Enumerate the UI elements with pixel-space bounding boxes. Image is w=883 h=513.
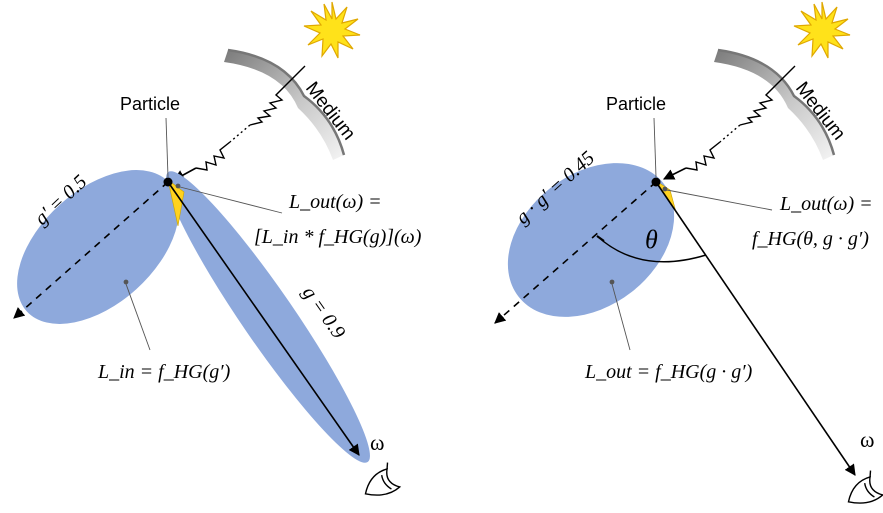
photon-arrow <box>662 167 687 180</box>
particle-label: Particle <box>120 94 180 114</box>
lout-dot <box>662 186 668 192</box>
out-ray <box>655 181 856 476</box>
back-axis <box>13 181 169 319</box>
lout-line2: f_HG(θ, g · g′) <box>752 228 869 250</box>
sun-icon <box>303 1 361 59</box>
sun-icon <box>793 1 851 59</box>
lout-line1: L_out(ω) = <box>779 193 873 215</box>
lout-line1: L_out(ω) = <box>288 191 382 213</box>
back-axis <box>494 181 657 324</box>
particle-label: Particle <box>606 94 666 114</box>
lobe-leader <box>611 283 631 351</box>
theta-label: θ <box>645 225 658 254</box>
photon-dotted <box>719 124 741 143</box>
lin-label: L_in = f_HG(g′) <box>97 361 231 383</box>
lout-line2: [L_in * f_HG(g)](ω) <box>254 226 422 248</box>
lin-dot <box>123 279 129 285</box>
photon-zigzag <box>685 141 721 171</box>
particle-leader <box>653 117 657 178</box>
lout-leader <box>179 186 283 214</box>
lout-leader <box>666 189 773 211</box>
omega-label: ω <box>370 430 384 455</box>
lobe-dot <box>609 279 615 285</box>
theta-arc <box>596 235 707 263</box>
eye-icon <box>364 462 402 496</box>
lout-lobe-label: L_out = f_HG(g · g′) <box>584 361 753 383</box>
left-panel: Medium Particle g′ = 0.5 g = 0.9 ω L_out… <box>13 1 422 496</box>
out-ray <box>167 181 360 456</box>
photon-zigzag <box>195 141 231 171</box>
medium-edge <box>717 48 836 156</box>
theta-tick <box>596 235 605 242</box>
lout-dot <box>175 183 181 189</box>
particle-leader <box>165 117 169 178</box>
photon-path <box>249 65 306 126</box>
photon-dotted <box>229 124 251 143</box>
photon-path <box>739 65 796 126</box>
medium-edge <box>227 48 346 156</box>
right-panel: Medium Particle θ g · g′ = 0.45 ω L_out(… <box>494 1 883 504</box>
eye-icon <box>847 470 883 504</box>
lin-lobe <box>17 170 179 324</box>
omega-label: ω <box>860 427 874 452</box>
lin-leader <box>125 283 151 351</box>
g-lobe <box>166 171 370 463</box>
